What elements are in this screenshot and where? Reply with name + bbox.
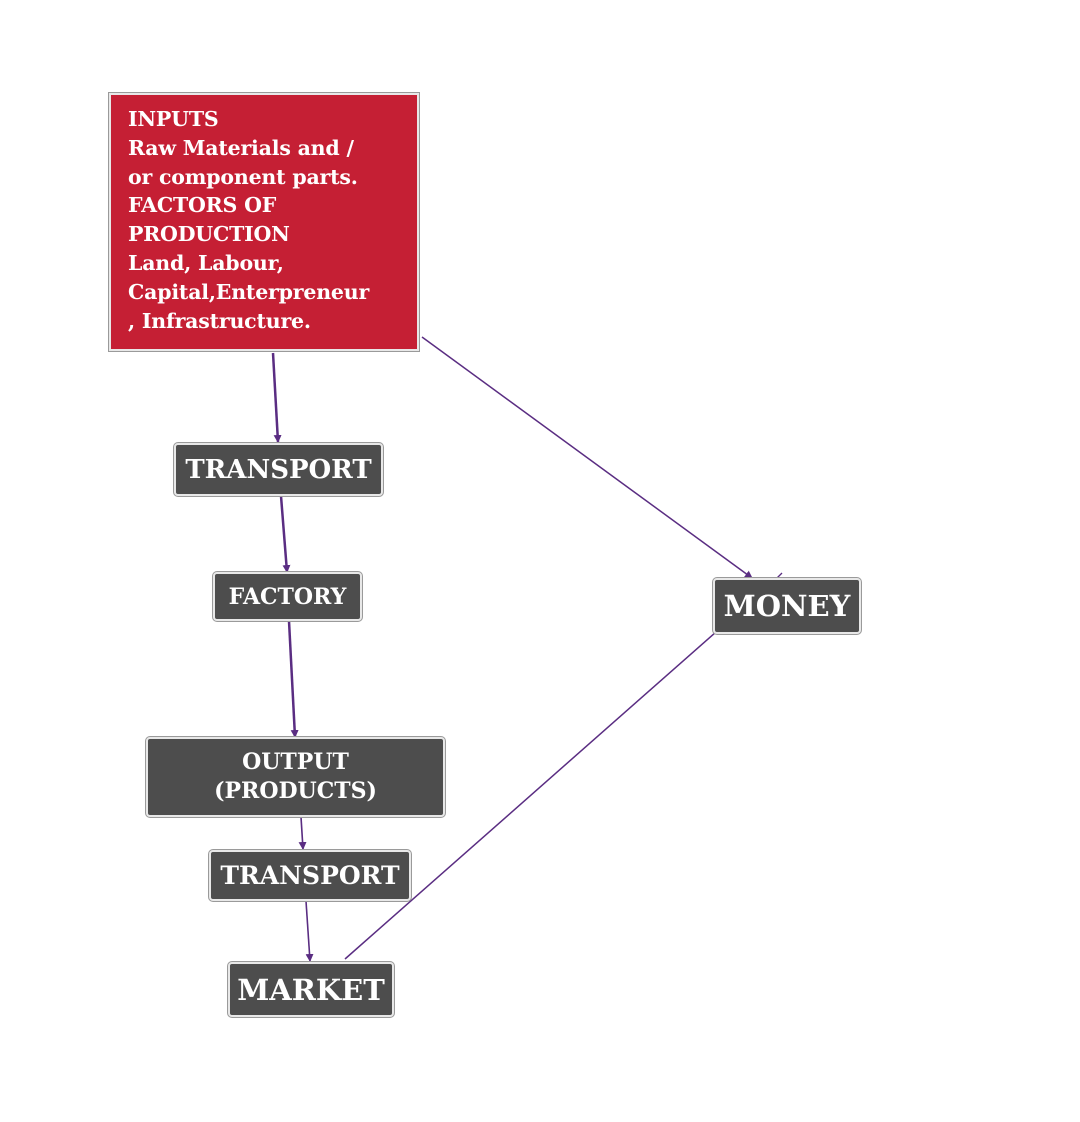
transport-node-1: TRANSPORT [174, 443, 383, 496]
inputs-line: PRODUCTION [128, 222, 290, 247]
connector-inputs-to-money [421, 336, 753, 579]
inputs-line: Raw Materials and / [128, 135, 354, 160]
transport-node-2-label: TRANSPORT [220, 861, 400, 890]
connector-market-to-money [344, 631, 717, 960]
connector-transport-to-market [305, 900, 314, 962]
inputs-line: Land, Labour, [128, 250, 284, 275]
transport-node-1-label: TRANSPORT [185, 454, 372, 485]
transport-node-2: TRANSPORT [209, 850, 411, 901]
factory-node: FACTORY [213, 572, 362, 621]
output-node-line1: OUTPUT [242, 749, 349, 775]
connector-transport-to-factory [279, 495, 291, 573]
inputs-line: , Infrastructure. [128, 308, 311, 333]
connector-output-to-transport [298, 816, 307, 850]
output-node-line2: (PRODUCTS) [214, 778, 377, 804]
output-node: OUTPUT (PRODUCTS) [146, 737, 445, 817]
factory-node-label: FACTORY [228, 583, 347, 610]
inputs-box: INPUTS Raw Materials and / or component … [109, 93, 419, 351]
market-node-label: MARKET [237, 972, 385, 1007]
inputs-line: FACTORS OF [128, 193, 277, 218]
inputs-line: Capital,Enterpreneur [128, 279, 370, 304]
inputs-line: INPUTS [128, 107, 219, 131]
money-node-label: MONEY [723, 589, 851, 623]
money-node: MONEY [713, 578, 861, 634]
connector-factory-to-output [287, 620, 299, 738]
market-node: MARKET [228, 962, 394, 1017]
inputs-line: or component parts. [128, 164, 358, 189]
connector-inputs-to-transport [271, 352, 282, 443]
